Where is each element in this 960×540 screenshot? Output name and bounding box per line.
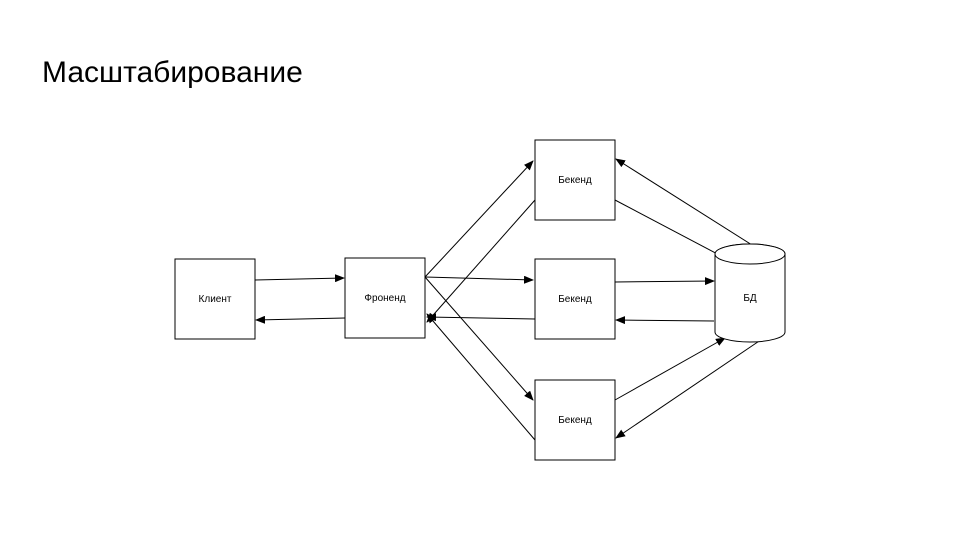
node-label-frontend: Фроненд (364, 293, 405, 304)
node-label-backend1: Бекенд (558, 175, 592, 186)
edge-backend3-to-frontend (426, 313, 536, 441)
edge-backend1-to-db (614, 199, 726, 259)
edge-db-to-backend1 (615, 158, 772, 258)
db-cylinder-top (714, 243, 786, 265)
edge-backend3-to-db (614, 337, 726, 401)
edge-backend2-to-frontend (426, 313, 536, 322)
edge-frontend-to-backend2 (424, 275, 534, 284)
node-box-frontend (344, 257, 426, 339)
node-frontend: Фроненд (344, 257, 426, 339)
edge-frontend-to-client (255, 315, 346, 324)
node-label-client: Клиент (199, 294, 232, 305)
node-box-client (174, 258, 256, 340)
node-backend3: Бекенд (534, 379, 616, 461)
edge-backend2-to-db (614, 277, 715, 286)
edge-client-to-frontend (254, 274, 345, 283)
node-box-backend2 (534, 258, 616, 340)
node-label-db: БД (743, 293, 757, 304)
node-label-backend3: Бекенд (558, 415, 592, 426)
slide-title: Масштабирование (42, 56, 303, 89)
edge-db-to-backend3 (615, 332, 772, 439)
edge-db-to-backend2 (615, 316, 715, 325)
edge-frontend-to-backend1 (424, 160, 534, 278)
node-db: БД (714, 243, 786, 343)
edge-frontend-to-backend3 (424, 276, 534, 401)
node-label-backend2: Бекенд (558, 294, 592, 305)
node-box-backend1 (534, 139, 616, 221)
node-box-backend3 (534, 379, 616, 461)
node-backend2: Бекенд (534, 258, 616, 340)
node-backend1: Бекенд (534, 139, 616, 221)
edges-layer (254, 158, 772, 441)
edge-backend1-to-frontend (426, 199, 536, 323)
node-client: Клиент (174, 258, 256, 340)
